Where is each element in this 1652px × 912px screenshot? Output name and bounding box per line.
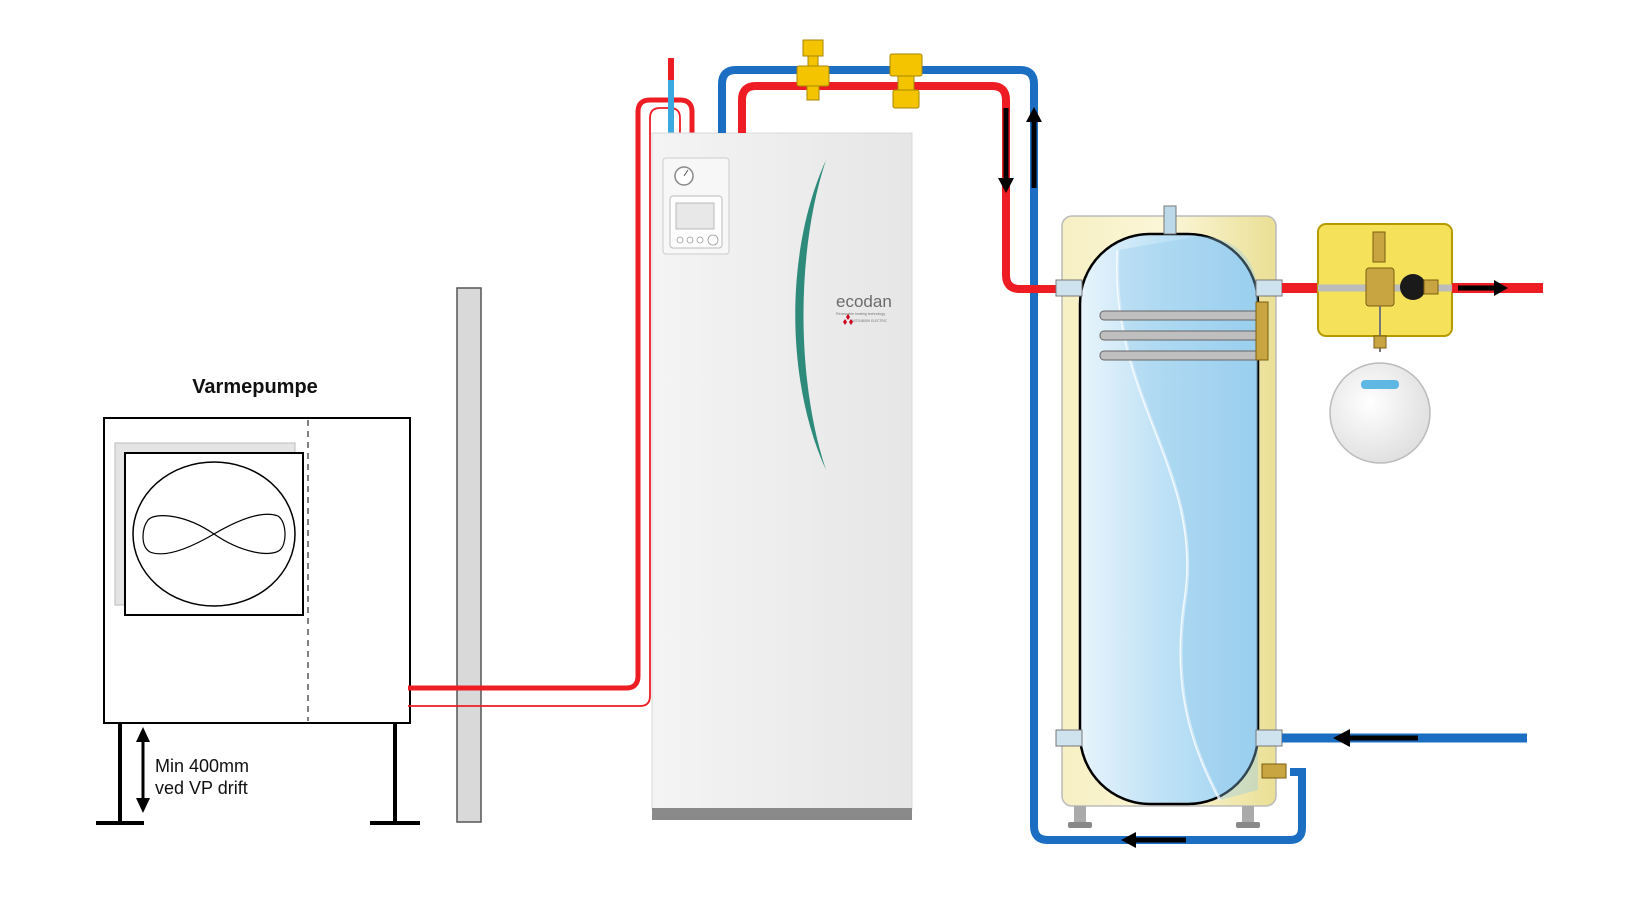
refrigerant-line-thin (408, 107, 681, 707)
flow-arrow-left-bottom (1121, 832, 1186, 848)
tank-foot-left-pad (1068, 822, 1092, 828)
controller-button[interactable] (707, 234, 719, 246)
controller-button[interactable] (676, 236, 684, 244)
brand-tagline: Renewable heating technology (836, 312, 885, 316)
outdoor-unit-title: Varmepumpe (192, 376, 318, 398)
controller-button[interactable] (686, 236, 694, 244)
flow-arrow-down (998, 108, 1014, 193)
flow-arrow-left-inlet (1333, 729, 1418, 747)
air-vent-valve-1[interactable] (796, 39, 830, 101)
tank-drain (1261, 763, 1287, 779)
refrigerant-lines (408, 58, 695, 707)
clearance-arrow (136, 727, 150, 813)
tank-flow-connection (1055, 279, 1083, 297)
tank-hot-zone (1117, 236, 1258, 800)
safety-valve-icon (1372, 231, 1386, 263)
outdoor-unit: Varmepumpe Min 400mm ved VP drift (96, 376, 420, 825)
clearance-label-2: ved VP drift (155, 778, 248, 798)
expansion-vessel (1329, 362, 1431, 464)
tank-foot-left (1074, 806, 1086, 824)
ecodan-swoosh-icon (795, 160, 826, 470)
brand-logo: ecodan (836, 292, 892, 311)
valve-body-icon (1365, 267, 1395, 307)
cold-water-inlet (1282, 729, 1527, 747)
air-vent-valve-2[interactable] (889, 53, 923, 109)
indoor-unit-base (652, 808, 912, 820)
primary-flow-pipe (738, 82, 1058, 293)
mixing-valve-knob-icon[interactable] (1400, 274, 1426, 300)
brand-maker: MITSUBISHI ELECTRIC (852, 319, 888, 323)
clearance-label-1: Min 400mm (155, 756, 249, 776)
vessel-connector-icon (1373, 335, 1387, 349)
fan-blade-icon (142, 513, 286, 555)
tank-cold-inlet (1255, 729, 1283, 747)
dhw-outlet (1282, 223, 1543, 464)
tank-foot-right-pad (1236, 822, 1260, 828)
flow-arrow-up (1026, 107, 1042, 188)
heat-exchanger-coil (1099, 301, 1269, 361)
vessel-label-icon (1361, 380, 1399, 389)
mitsubishi-diamonds-icon (843, 314, 853, 325)
refrigerant-line-thick (408, 97, 695, 691)
primary-circuit (718, 66, 1306, 848)
tank-foot-right (1242, 806, 1254, 824)
flow-arrow-right-dhw (1458, 280, 1508, 296)
building-wall (456, 287, 482, 823)
controller-screen (675, 202, 715, 230)
tank-top-nozzle (1163, 205, 1177, 235)
indoor-unit: ecodan Renewable heating technology MITS… (651, 132, 913, 820)
tank-hot-outlet (1255, 279, 1283, 297)
primary-return-pipe (718, 66, 1306, 844)
controller-button[interactable] (696, 236, 704, 244)
fan-circle (132, 461, 296, 607)
tank-return-connection (1055, 729, 1083, 747)
hot-water-tank (1055, 205, 1287, 828)
